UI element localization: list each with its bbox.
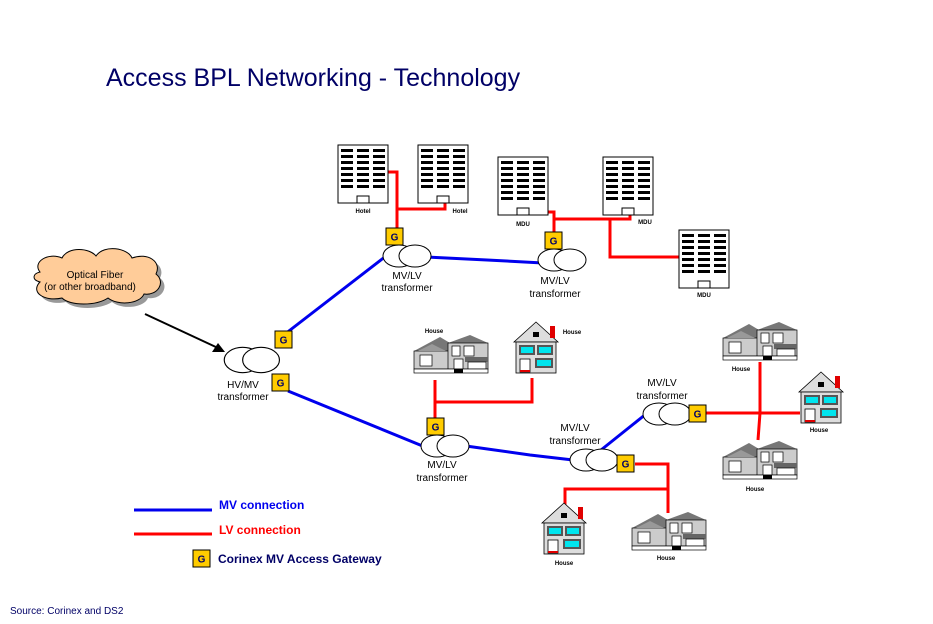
house-label: House	[732, 367, 751, 373]
lv-line-houses-a	[433, 378, 534, 420]
transformer-mvlv-house-c: MV/LV transformer	[636, 378, 692, 426]
gateway-icon: G	[694, 410, 702, 421]
legend-gateway-swatch: G	[192, 549, 211, 568]
building-mdu-1: MDU	[497, 156, 549, 228]
source-credit: Source: Corinex and DS2	[10, 606, 124, 617]
gateway-icon: G	[622, 460, 630, 471]
gateway-icon: G	[198, 555, 206, 566]
transformer-label-line2: transformer	[416, 473, 468, 484]
lv-connections	[388, 170, 800, 521]
building-mdu-3: MDU	[678, 229, 730, 299]
gateway-hotel: G	[385, 227, 404, 246]
house-label: House	[746, 487, 765, 493]
broadband-cloud: Optical Fiber (or other broadband)	[33, 248, 165, 308]
transformer-icon	[537, 248, 587, 272]
mv-line-hotel-to-mdu-xfmr	[425, 255, 544, 265]
transformer-label-line1: MV/LV	[392, 271, 422, 282]
building-label: MDU	[697, 293, 711, 299]
transformer-mvlv-mdu: MV/LV transformer	[529, 248, 587, 300]
building-label: Hotel	[453, 209, 468, 215]
house-label: House	[555, 561, 574, 567]
transformer-label-line1: MV/LV	[647, 378, 677, 389]
house-ranch-1: House	[413, 329, 489, 374]
building-mdu-2: MDU	[602, 156, 654, 226]
legend-item-mv: MV connection	[134, 498, 304, 512]
gateway-house-b: G	[616, 454, 635, 473]
cloud-label-line2: (or other broadband)	[44, 282, 136, 293]
mv-line-hvmv-to-house-xfmr	[287, 389, 426, 449]
gateway-icon: G	[277, 379, 285, 390]
transformer-label-line2: transformer	[636, 391, 688, 402]
arrow-cloud-to-hvmv	[144, 313, 225, 352]
house-label: House	[563, 330, 582, 336]
lv-line-houses-b	[706, 362, 800, 441]
building-label: Hotel	[356, 209, 371, 215]
gateway-house-a: G	[426, 417, 445, 436]
legend-item-gateway: G Corinex MV Access Gateway	[192, 549, 382, 568]
building-label: MDU	[516, 222, 530, 228]
house-label: House	[657, 556, 676, 562]
mv-connections	[284, 254, 647, 462]
gateway-icon: G	[550, 237, 558, 248]
transformer-label-line2: transformer	[549, 436, 601, 447]
building-hotel-2: Hotel	[417, 144, 469, 215]
house-ranch-2: House	[722, 321, 798, 373]
house-colonial-2: House	[798, 371, 844, 434]
house-colonial-3: House	[541, 502, 587, 567]
transformer-label-line1: MV/LV	[427, 460, 457, 471]
legend: MV connection LV connection G Corinex MV…	[134, 498, 382, 568]
transformer-mvlv-hotel: MV/LV transformer	[381, 244, 433, 294]
gateway-house-c: G	[688, 404, 707, 423]
transformer-hvmv: HV/MV transformer	[217, 346, 281, 403]
legend-mv-label: MV connection	[219, 498, 304, 512]
house-ranch-3: House	[722, 440, 798, 493]
gateway-icon: G	[280, 336, 288, 347]
transformer-mvlv-house-a: MV/LV transformer	[416, 434, 470, 484]
transformer-icon	[642, 402, 692, 426]
legend-item-lv: LV connection	[134, 523, 301, 537]
transformer-mvlv-house-b: MV/LV transformer	[549, 423, 619, 472]
mv-line-house-xfmr-a-to-b	[465, 444, 574, 462]
gateway-hvmv-upper: G	[274, 330, 293, 349]
building-label: MDU	[638, 220, 652, 226]
house-colonial-1: House	[513, 321, 582, 374]
legend-gateway-label: Corinex MV Access Gateway	[218, 552, 382, 566]
transformer-icon	[382, 244, 432, 268]
gateway-mdu: G	[544, 231, 563, 250]
transformer-icon	[223, 346, 281, 374]
gateway-hvmv-lower: G	[271, 373, 290, 392]
gateway-icon: G	[391, 233, 399, 244]
transformer-label-line2: transformer	[217, 392, 269, 403]
legend-lv-label: LV connection	[219, 523, 301, 537]
transformer-label-line2: transformer	[381, 283, 433, 294]
building-hotel-1: Hotel	[337, 144, 389, 215]
transformer-label-line1: HV/MV	[227, 380, 259, 391]
transformer-label-line1: MV/LV	[560, 423, 590, 434]
diagram-title: Access BPL Networking - Technology	[106, 64, 521, 92]
house-label: House	[810, 428, 829, 434]
transformer-icon	[569, 448, 619, 472]
transformer-icon	[420, 434, 470, 458]
house-label: House	[425, 329, 444, 335]
transformer-label-line1: MV/LV	[540, 276, 570, 287]
mv-line-house-xfmr-b-to-c	[600, 412, 647, 452]
gateway-icon: G	[432, 423, 440, 434]
mv-line-hvmv-to-hotel-xfmr	[284, 254, 387, 336]
transformer-label-line2: transformer	[529, 289, 581, 300]
cloud-label-line1: Optical Fiber	[67, 270, 124, 281]
house-ranch-4: House	[631, 511, 707, 562]
